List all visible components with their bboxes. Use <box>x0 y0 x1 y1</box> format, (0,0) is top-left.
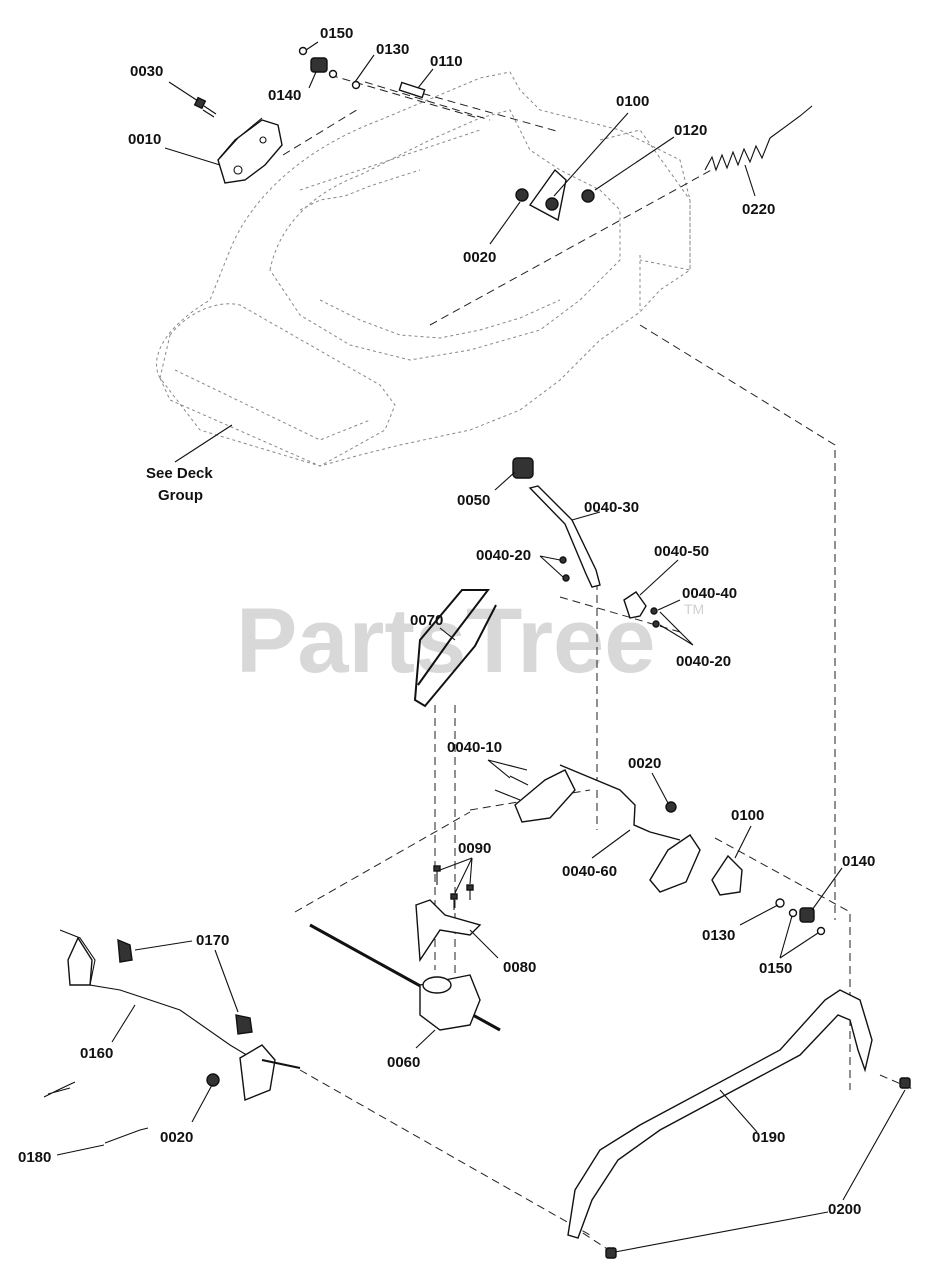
gear-small-b <box>235 1014 253 1035</box>
nut-upper-right <box>581 189 595 203</box>
small-nut-d <box>652 620 660 628</box>
grip-knob-part <box>512 457 534 479</box>
label-0150-lower: 0150 <box>759 960 792 977</box>
screw-parts <box>433 865 474 910</box>
stud-part <box>398 81 426 99</box>
handle-bolt-a <box>899 1077 911 1089</box>
label-0200: 0200 <box>828 1201 861 1218</box>
watermark-text: PartsTree <box>236 590 655 692</box>
label-0220: 0220 <box>742 201 775 218</box>
pivot-bracket-upper <box>528 168 567 222</box>
label-0110: 0110 <box>430 53 463 70</box>
mount-bracket-part <box>415 899 482 963</box>
label-see-deck: See Deck <box>146 465 213 482</box>
label-0140-lower: 0140 <box>842 853 875 870</box>
knob-nut-lower <box>799 907 815 923</box>
gear-small-a <box>117 938 133 963</box>
assembly-dashed-lines <box>282 74 916 1253</box>
label-0190: 0190 <box>752 1129 785 1146</box>
label-0130-top: 0130 <box>376 41 409 58</box>
label-0130-lower: 0130 <box>702 927 735 944</box>
label-0040-40: 0040-40 <box>682 585 737 602</box>
label-0040-20-left: 0040-20 <box>476 547 531 564</box>
label-group: Group <box>158 487 203 504</box>
washer-parts <box>298 46 826 936</box>
deck-housing <box>156 71 691 467</box>
label-0030: 0030 <box>130 63 163 80</box>
watermark-tm: TM <box>684 601 704 617</box>
axle-part <box>59 929 301 1101</box>
spring-part <box>704 105 813 172</box>
mount-plate-part <box>623 591 647 619</box>
label-0100-top: 0100 <box>616 93 649 110</box>
label-0060: 0060 <box>387 1054 420 1071</box>
pin-a <box>43 1081 76 1098</box>
label-0050: 0050 <box>457 492 490 509</box>
lower-nut <box>665 801 677 813</box>
label-0020-top: 0020 <box>463 249 496 266</box>
nut-axle <box>206 1073 220 1087</box>
label-0040-20-right: 0040-20 <box>676 653 731 670</box>
small-nut-c <box>650 607 658 615</box>
control-lever-part <box>528 485 601 588</box>
label-0010: 0010 <box>128 131 161 148</box>
label-0170: 0170 <box>196 932 229 949</box>
label-0080: 0080 <box>503 959 536 976</box>
adjuster-plate-part <box>217 117 283 184</box>
label-0040-60: 0040-60 <box>562 863 617 880</box>
shift-assembly-part <box>494 764 681 841</box>
callout-labels: 0150 0130 0110 0030 0140 0010 0100 0120 … <box>18 25 875 1218</box>
label-0020-bottom: 0020 <box>160 1129 193 1146</box>
pin-b <box>104 1127 149 1144</box>
label-0040-10: 0040-10 <box>447 739 502 756</box>
leader-lines <box>56 41 906 1253</box>
label-0040-50: 0040-50 <box>654 543 709 560</box>
lower-arm-part <box>649 834 701 893</box>
label-0090: 0090 <box>458 840 491 857</box>
pivot-bracket-lower <box>711 854 743 896</box>
label-0100-lower: 0100 <box>731 807 764 824</box>
label-0040-30: 0040-30 <box>584 499 639 516</box>
small-nut-a <box>559 556 567 564</box>
handle-bolt-b <box>605 1247 617 1259</box>
label-0120: 0120 <box>674 122 707 139</box>
knob-nut-part <box>310 57 328 73</box>
label-0150-top: 0150 <box>320 25 353 42</box>
label-0140-top: 0140 <box>268 87 301 104</box>
label-0070: 0070 <box>410 612 443 629</box>
label-0160: 0160 <box>80 1045 113 1062</box>
label-0020-mid: 0020 <box>628 755 661 772</box>
small-nut-b <box>562 574 570 582</box>
nut-upper-left <box>515 188 529 202</box>
transmission-part <box>309 923 501 1032</box>
handle-bar-part <box>567 989 873 1239</box>
label-0180: 0180 <box>18 1149 51 1166</box>
drive-belt-part <box>413 589 497 708</box>
